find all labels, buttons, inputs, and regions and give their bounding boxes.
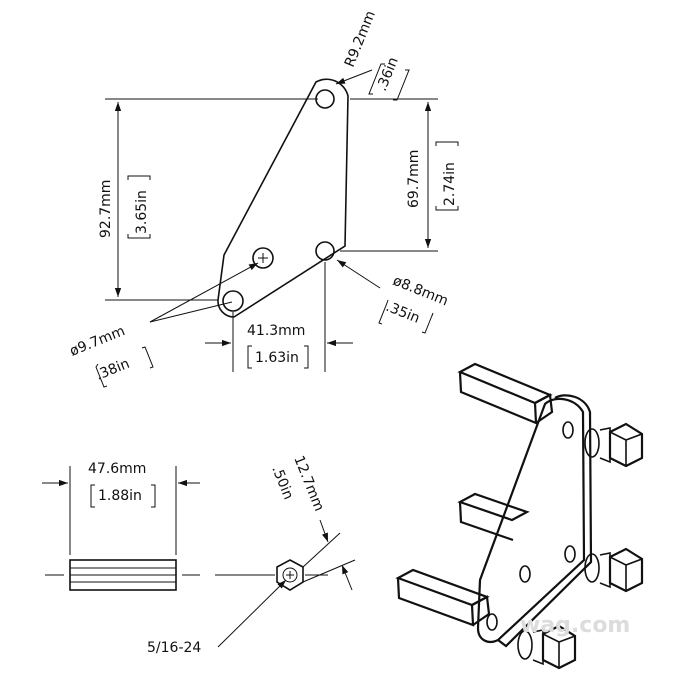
bottom-hole [222, 290, 244, 312]
iso-bolt-bottom [517, 624, 577, 670]
radius-callout: R9.2mm .36in [335, 9, 410, 101]
hole-large-in-label: .38in [94, 356, 132, 384]
isometric-assembly: wag.com [395, 362, 644, 670]
dim-total-height: 92.7mm 3.65in [98, 98, 318, 301]
horizontal-spacing-mm-label: 41.3mm [247, 323, 305, 339]
vertical-spacing-in-label: 2.74in [442, 162, 458, 206]
total-height-in-label: 3.65in [134, 190, 150, 234]
spacer-side-view: 47.6mm 1.88in [42, 461, 200, 591]
iso-top-spacer [457, 362, 554, 425]
bracket-plate [217, 78, 349, 318]
radius-in-label: .36in [374, 55, 402, 93]
hex-size-in-label: .50in [268, 464, 296, 502]
spacer-length-mm-label: 47.6mm [88, 461, 146, 477]
total-height-mm-label: 92.7mm [98, 180, 114, 238]
horizontal-spacing-in-label: 1.63in [255, 350, 299, 366]
spacer-length-in-label: 1.88in [98, 488, 142, 504]
radius-mm-label: R9.2mm [342, 9, 379, 70]
hole-small-in-label: .35in [384, 299, 422, 327]
thread-label: 5/16-24 [147, 640, 201, 656]
dim-hole-spacing-horizontal: 41.3mm 1.63in [205, 262, 353, 372]
hole-large-callout: ø9.7mm .38in [68, 262, 259, 388]
hole-small-callout: ø8.8mm .35in [336, 259, 450, 334]
hex-size-mm-label: 12.7mm [290, 454, 327, 514]
thread-hole [282, 567, 298, 583]
iso-plate [476, 394, 593, 648]
iso-bottom-spacer [395, 568, 491, 627]
right-hole [315, 241, 335, 261]
iso-middle-spacer [457, 492, 530, 542]
spacer-end-view: 12.7mm .50in 5/16-24 [147, 454, 356, 656]
iso-bolt-middle [584, 547, 644, 593]
center-hole [252, 247, 274, 269]
hole-large-mm-label: ø9.7mm [68, 323, 128, 360]
iso-bolt-top [584, 422, 644, 468]
top-hole [315, 89, 335, 109]
watermark: wag.com [520, 613, 630, 638]
dim-hole-spacing-vertical: 69.7mm 2.74in [340, 98, 459, 252]
vertical-spacing-mm-label: 69.7mm [406, 150, 422, 208]
